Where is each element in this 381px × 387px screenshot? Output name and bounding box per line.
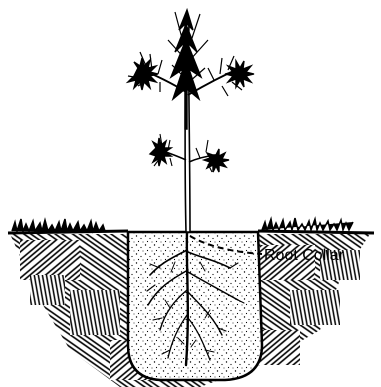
root-collar-label: Root Collar	[264, 247, 345, 264]
seedling-foliage	[128, 10, 254, 172]
